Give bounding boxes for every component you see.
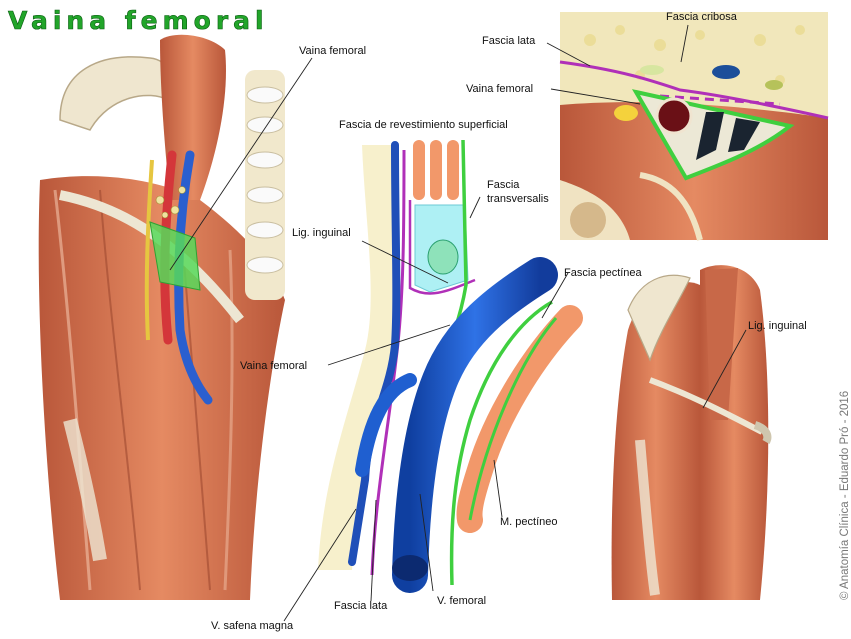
label-vaina-femoral-center: Vaina femoral bbox=[240, 360, 307, 372]
label-fascia-revestimiento: Fascia de revestimiento superficial bbox=[339, 119, 508, 131]
label-fascia-transversalis-1: Fascia bbox=[487, 179, 520, 191]
label-lig-inguinal-center: Lig. inguinal bbox=[292, 227, 351, 239]
title: Vaina femoral bbox=[8, 6, 269, 35]
label-lig-inguinal-right: Lig. inguinal bbox=[748, 320, 807, 332]
spermatic-cord-section bbox=[428, 240, 458, 274]
copyright-text: © Anatomía Clínica - Eduardo Pró - 2016 bbox=[839, 391, 851, 600]
label-fascia-cribosa: Fascia cribosa bbox=[666, 11, 738, 23]
label-fascia-lata-inset: Fascia lata bbox=[482, 35, 536, 47]
label-v-safena-magna: V. safena magna bbox=[211, 620, 294, 632]
label-fascia-lata-center: Fascia lata bbox=[334, 600, 388, 612]
right-thigh-illustration bbox=[612, 265, 769, 600]
label-v-femoral: V. femoral bbox=[437, 595, 486, 607]
label-vaina-femoral-inset: Vaina femoral bbox=[466, 83, 533, 95]
cross-section-inset bbox=[560, 12, 828, 240]
label-fascia-transversalis-2: transversalis bbox=[487, 193, 549, 205]
label-m-pectineo: M. pectíneo bbox=[500, 516, 557, 528]
left-thigh-illustration bbox=[39, 35, 285, 600]
label-fascia-pectinea: Fascia pectínea bbox=[564, 267, 643, 279]
label-vaina-femoral-left: Vaina femoral bbox=[299, 45, 366, 57]
